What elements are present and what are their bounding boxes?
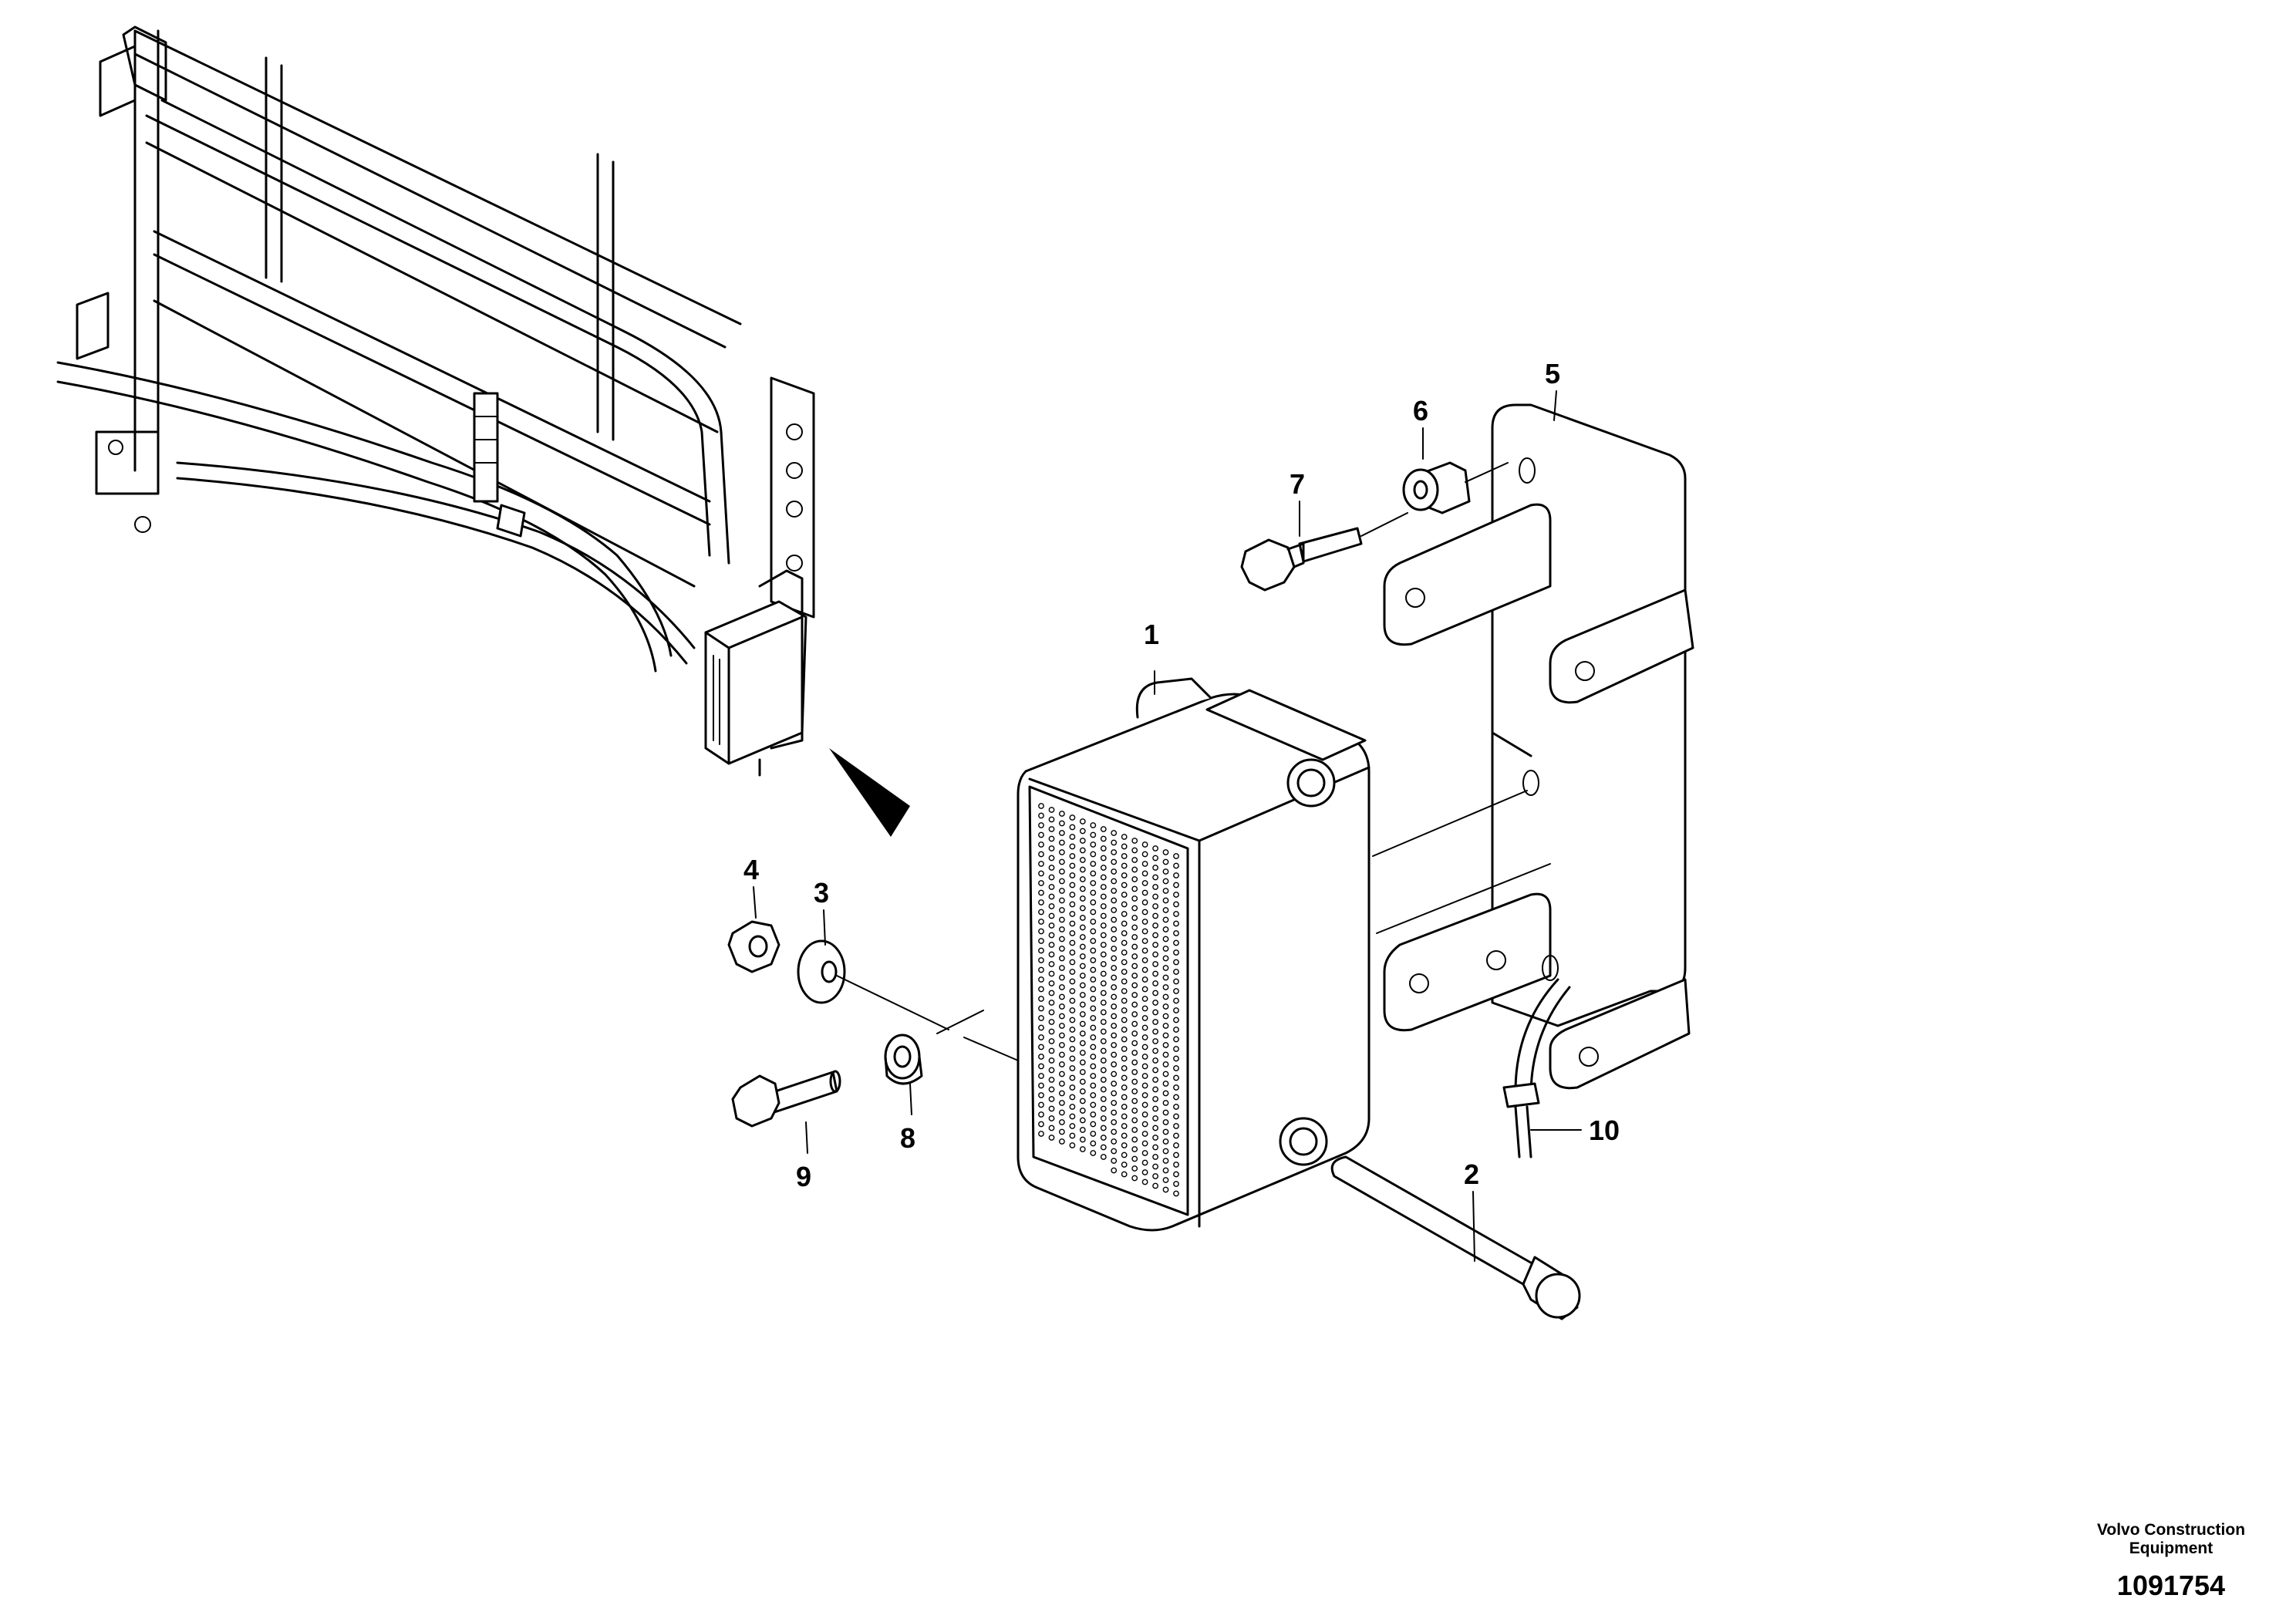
leader-lines: [753, 390, 1582, 1262]
part-6-spacer: [1402, 461, 1471, 514]
part-10-cable-tie: [1502, 978, 1571, 1158]
part-1-oil-cooler: [1017, 677, 1371, 1232]
callout-4: 4: [743, 854, 759, 885]
callout-2: 2: [1464, 1158, 1479, 1190]
callout-5: 5: [1545, 358, 1560, 389]
part-5-mounting-bracket: [1383, 403, 1694, 1090]
part-2-long-bolt: [1330, 1155, 1581, 1320]
part-4-nut: [727, 920, 781, 973]
drawing-number: 1091754: [2117, 1570, 2225, 1601]
part-8-spacer: [884, 1034, 923, 1085]
brand-line-2: Equipment: [2129, 1539, 2213, 1557]
callout-7: 7: [1290, 468, 1305, 500]
part-3-washer: [797, 939, 846, 1004]
part-7-bolt: [1240, 527, 1363, 592]
overview-cooler-grille: [713, 655, 720, 745]
callout-10: 10: [1589, 1114, 1620, 1146]
callout-3: 3: [814, 877, 829, 909]
view-direction-arrow: [829, 748, 910, 837]
frame-assembly-overview: [56, 25, 815, 777]
cooler-grille-perforations: [1038, 803, 1179, 1197]
callout-8: 8: [900, 1122, 915, 1154]
callout-1: 1: [1144, 619, 1159, 650]
part-9-short-bolt: [731, 1070, 841, 1128]
callout-6: 6: [1413, 395, 1428, 427]
brand-line-1: Volvo Construction: [2097, 1521, 2245, 1539]
callout-9: 9: [796, 1161, 811, 1192]
